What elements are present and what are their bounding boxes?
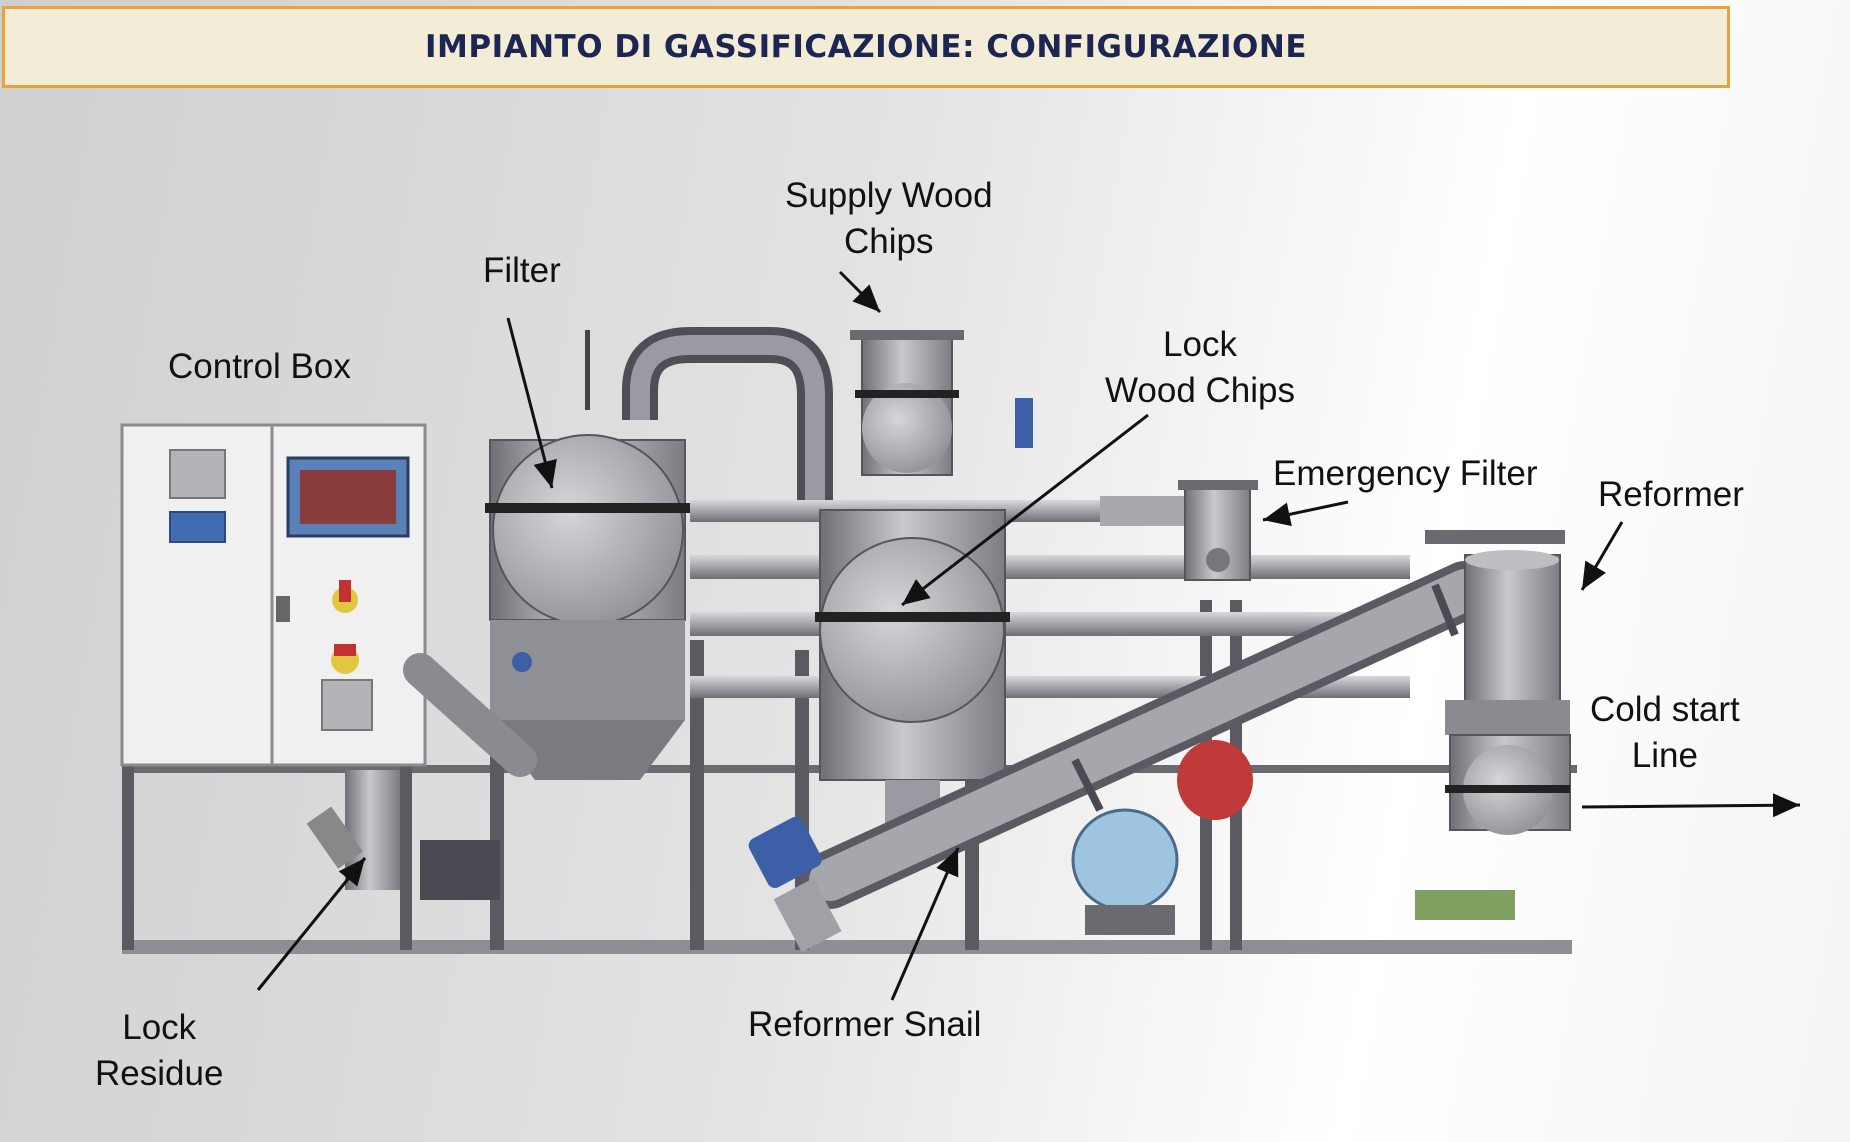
label-lock-wood-chips-line2: Wood Chips xyxy=(1105,371,1296,410)
supply-wood-chips-hopper xyxy=(850,330,1033,476)
label-cold-start-line-line2: Line xyxy=(1631,736,1698,775)
label-lock-residue-line1: Lock xyxy=(122,1008,197,1047)
arrow-cold-start-line xyxy=(1581,793,1801,818)
connecting-pipe-u xyxy=(622,327,833,520)
label-filter-text: Filter xyxy=(483,251,561,290)
label-lock-residue: Lock Residue xyxy=(95,1005,223,1097)
reformer-vessel xyxy=(1415,530,1571,920)
annotation-arrows xyxy=(256,270,1801,1001)
emergency-filter-unit xyxy=(1178,480,1258,581)
arrow-emergency-filter xyxy=(1262,500,1349,527)
label-control-box-text: Control Box xyxy=(168,347,351,386)
page-title: IMPIANTO DI GASSIFICAZIONE: CONFIGURAZIO… xyxy=(424,29,1307,65)
arrow-lock-wood-chips xyxy=(901,413,1149,607)
label-reformer-snail: Reformer Snail xyxy=(748,1002,981,1048)
label-filter: Filter xyxy=(483,248,561,294)
label-cold-start-line: Cold start Line xyxy=(1590,687,1740,779)
arrow-supply-wood-chips xyxy=(838,270,882,314)
arrow-lock-residue xyxy=(256,857,367,991)
label-supply-wood-chips-line2: Chips xyxy=(844,222,934,261)
title-banner: IMPIANTO DI GASSIFICAZIONE: CONFIGURAZIO… xyxy=(2,6,1730,88)
label-reformer: Reformer xyxy=(1598,472,1744,518)
label-control-box: Control Box xyxy=(168,344,351,390)
blue-pump xyxy=(1071,808,1179,935)
label-reformer-snail-text: Reformer Snail xyxy=(748,1005,982,1044)
label-lock-residue-line2: Residue xyxy=(95,1054,224,1093)
label-supply-wood-chips-line1: Supply Wood xyxy=(785,176,993,215)
label-emergency-filter: Emergency Filter xyxy=(1273,451,1538,497)
label-emergency-filter-text: Emergency Filter xyxy=(1273,454,1538,493)
arrow-reformer-snail xyxy=(890,847,960,1001)
label-lock-wood-chips: Lock Wood Chips xyxy=(1105,322,1295,414)
reformer-snail xyxy=(748,561,1494,953)
label-lock-wood-chips-line1: Lock xyxy=(1163,325,1237,364)
label-supply-wood-chips: Supply Wood Chips xyxy=(785,173,993,265)
label-reformer-text: Reformer xyxy=(1598,475,1744,514)
arrow-filter xyxy=(506,317,557,489)
red-tank xyxy=(1177,740,1253,820)
control-box xyxy=(120,423,427,767)
arrow-reformer xyxy=(1580,521,1624,591)
label-cold-start-line-line1: Cold start xyxy=(1590,690,1740,729)
